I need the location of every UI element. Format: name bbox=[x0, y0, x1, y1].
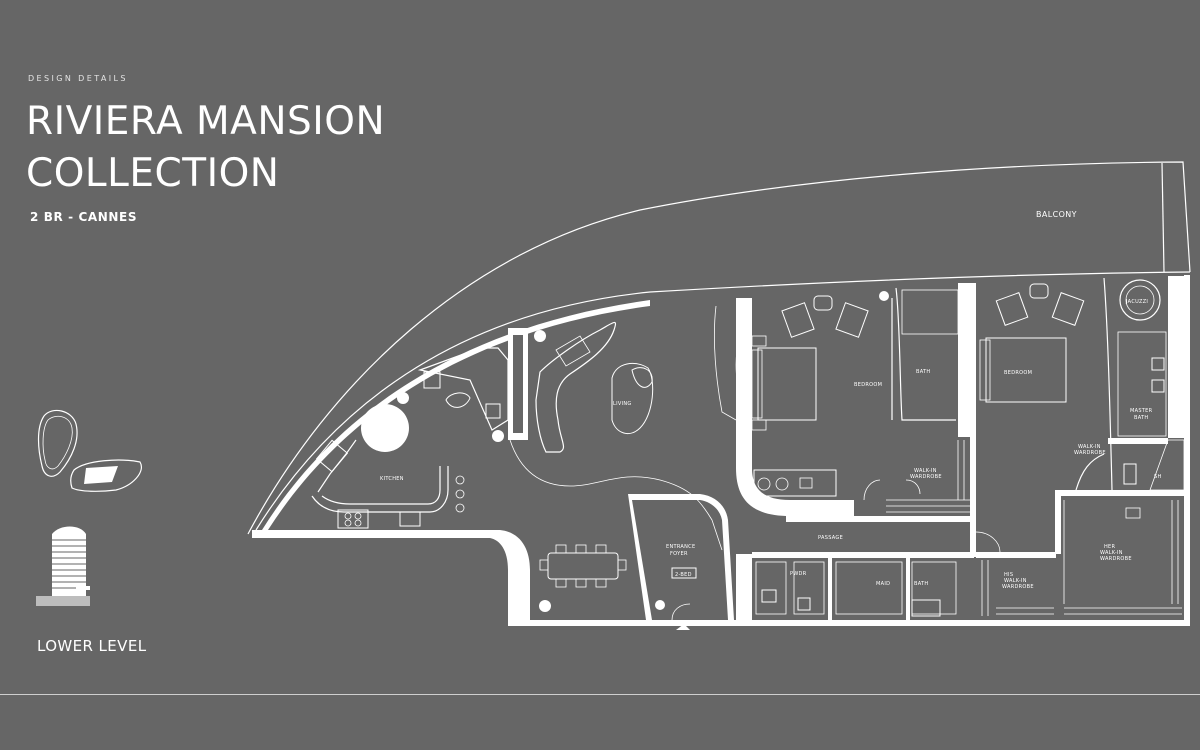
room-label-her-1: HER bbox=[1104, 544, 1116, 550]
wardrobe-hatch-1 bbox=[886, 440, 970, 513]
master-bath bbox=[1117, 279, 1185, 491]
room-label-shower: SH bbox=[1154, 474, 1162, 480]
kitchen-area bbox=[311, 347, 509, 529]
room-label-his-3: WARDROBE bbox=[1002, 584, 1034, 590]
laundry bbox=[753, 469, 837, 497]
room-label-his-1: HIS bbox=[1004, 572, 1013, 578]
room-label-foyer: FOYER bbox=[670, 551, 688, 557]
exterior-walls bbox=[252, 275, 1190, 626]
room-label-her-3: WARDROBE bbox=[1100, 556, 1132, 562]
room-label-balcony: BALCONY bbox=[1036, 210, 1077, 219]
room-label-his-2: WALK-IN bbox=[1004, 578, 1027, 584]
bedroom-1 bbox=[751, 287, 959, 431]
room-label-master-2: BATH bbox=[1134, 415, 1148, 421]
door-swings bbox=[863, 479, 1001, 553]
bottom-divider bbox=[0, 694, 1200, 695]
room-label-walkin-2a: WALK-IN bbox=[1078, 444, 1101, 450]
title-line-2: COLLECTION bbox=[26, 151, 280, 196]
room-label-entrance: ENTRANCE bbox=[666, 544, 695, 550]
room-label-bedroom-2: BEDROOM bbox=[1004, 370, 1032, 376]
bedroom-2 bbox=[979, 277, 1113, 491]
title-line-1: RIVIERA MANSION bbox=[26, 99, 386, 144]
room-label-her-2: WALK-IN bbox=[1100, 550, 1123, 556]
building-location-icon bbox=[37, 409, 142, 492]
service-rooms bbox=[755, 561, 957, 617]
room-label-2bed: 2-BED bbox=[675, 572, 692, 578]
tower-stack-icon bbox=[36, 526, 90, 606]
room-label-kitchen: KITCHEN bbox=[380, 476, 404, 482]
room-label-master-1: MASTER bbox=[1130, 408, 1153, 414]
room-label-jacuzzi: JACUZZI bbox=[1125, 299, 1148, 305]
plant-icons bbox=[397, 291, 889, 612]
dining-area bbox=[539, 544, 627, 588]
room-label-bedroom-1: BEDROOM bbox=[854, 382, 882, 388]
level-label: LOWER LEVEL bbox=[37, 637, 147, 655]
room-label-walkin-2b: WARDROBE bbox=[1074, 450, 1106, 456]
entrance-foyer bbox=[628, 494, 734, 630]
room-label-walkin-1a: WALK-IN bbox=[914, 468, 937, 474]
unit-subtitle: 2 BR - CANNES bbox=[30, 210, 138, 224]
room-label-powder: PWDR bbox=[790, 571, 807, 577]
room-label-living: LIVING bbox=[613, 401, 632, 407]
balcony-outline bbox=[247, 161, 1191, 535]
room-label-walkin-1b: WARDROBE bbox=[910, 474, 942, 480]
room-label-passage: PASSAGE bbox=[818, 535, 843, 541]
living-area bbox=[509, 305, 743, 551]
page-title: RIVIERA MANSION COLLECTION bbox=[26, 96, 446, 200]
room-label-bath-1: BATH bbox=[916, 369, 930, 375]
her-ottoman bbox=[1125, 507, 1141, 519]
room-label-maid-bath: BATH bbox=[914, 581, 928, 587]
interior-walls bbox=[508, 276, 1184, 624]
room-label-laundry: LAUND. bbox=[794, 506, 815, 512]
wardrobe-hatch-2 bbox=[981, 500, 1182, 616]
eyebrow-label: DESIGN DETAILS bbox=[28, 74, 128, 83]
room-label-maid: MAID bbox=[876, 581, 890, 587]
